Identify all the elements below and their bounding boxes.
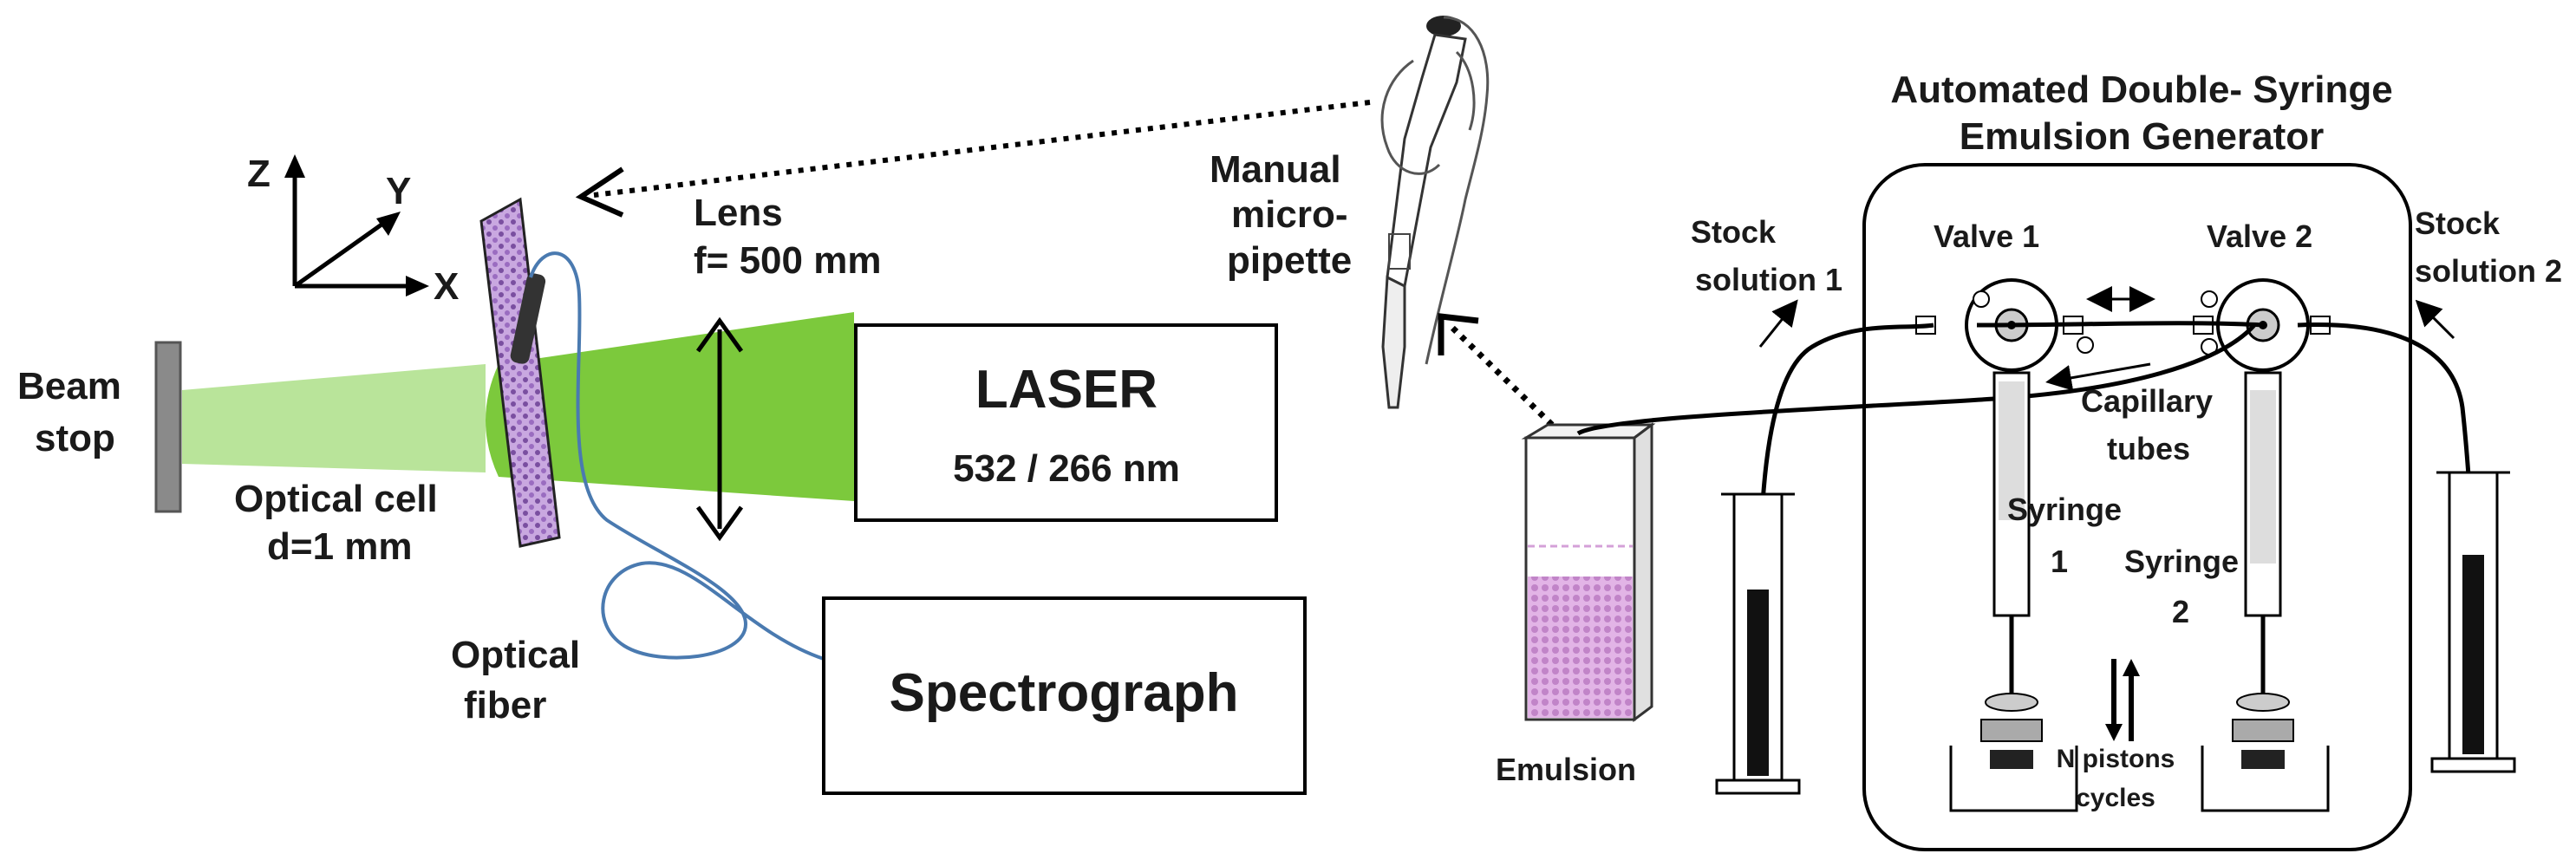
stock1-label-2: solution 1 <box>1695 262 1842 297</box>
pipette-label-2: micro- <box>1231 193 1347 236</box>
syringe2-label-2: 2 <box>2172 594 2189 629</box>
fiber-label-1: Optical <box>451 634 580 676</box>
capillary-to-cuvette <box>1576 323 2256 436</box>
stock1-label-1: Stock <box>1691 214 1777 250</box>
beam-stop-label-2: stop <box>35 417 115 459</box>
cell-label-2: d=1 mm <box>267 525 413 568</box>
fiber-label-2: fiber <box>464 684 546 726</box>
capillary-stock-1 <box>1758 322 1934 590</box>
flow-arrow-2 <box>2415 299 2455 340</box>
transmitted-beam <box>182 364 486 472</box>
flow-arrow <box>2045 362 2151 391</box>
pistons-label-1: N pistons <box>2057 745 2175 773</box>
syringe-2 <box>2201 371 2330 812</box>
generator-enclosure <box>1862 163 2412 851</box>
generator-title-1: Automated Double- Syringe <box>1890 68 2392 111</box>
beam-stop-label-1: Beam <box>17 365 121 407</box>
cell-label-1: Optical cell <box>234 478 438 520</box>
pipette-label-1: Manual <box>1210 148 1341 191</box>
stock2-label-2: solution 2 <box>2415 253 2562 289</box>
syringe2-label-1: Syringe <box>2124 544 2239 579</box>
valve2-label: Valve 2 <box>2207 218 2312 254</box>
stock2-label-1: Stock <box>2415 205 2501 241</box>
pipette-label-3: pipette <box>1227 239 1352 282</box>
capillary-label-2: tubes <box>2107 431 2190 466</box>
coordinate-axes: Z Y X <box>247 153 459 308</box>
emulsion-label: Emulsion <box>1496 752 1636 787</box>
flow-arrow-1 <box>1758 299 1798 348</box>
axis-y-label: Y <box>386 170 411 212</box>
capillary-valve-link <box>1976 321 2264 328</box>
lens <box>695 316 744 542</box>
laser-title: LASER <box>975 360 1158 420</box>
draw-arrow <box>1447 322 1555 427</box>
lens-label-1: Lens <box>694 192 783 234</box>
stock-cylinder-1 <box>1715 492 1801 795</box>
piston-arrows <box>2105 659 2140 741</box>
laser-beam <box>499 312 854 501</box>
laser-wavelength: 532 / 266 nm <box>953 447 1180 490</box>
micropipette-icon <box>1380 16 1490 409</box>
pistons-label-2: cycles <box>2076 784 2155 812</box>
capillary-label-1: Capillary <box>2081 383 2213 419</box>
syringe1-label-1: Syringe <box>2007 492 2122 527</box>
syringe1-label-2: 1 <box>2051 544 2068 579</box>
beam-stop <box>154 341 182 513</box>
valve1-label: Valve 1 <box>1934 218 2039 254</box>
optical-cell <box>479 197 561 548</box>
axis-x-label: X <box>434 265 459 308</box>
laser-box <box>854 323 1278 522</box>
optical-fiber <box>529 251 825 661</box>
fiber-probe <box>510 273 546 364</box>
syringe-1 <box>1949 371 2078 812</box>
generator-title-2: Emulsion Generator <box>1960 115 2325 158</box>
lens-label-2: f= 500 mm <box>694 239 881 282</box>
emulsion-cuvette <box>1521 422 1656 722</box>
transfer-arrow <box>593 100 1371 198</box>
axis-z-label: Z <box>247 153 271 195</box>
stock-cylinder-2 <box>2430 471 2516 773</box>
spectrograph-label: Spectrograph <box>889 663 1238 723</box>
spectrograph-box <box>822 596 1307 795</box>
